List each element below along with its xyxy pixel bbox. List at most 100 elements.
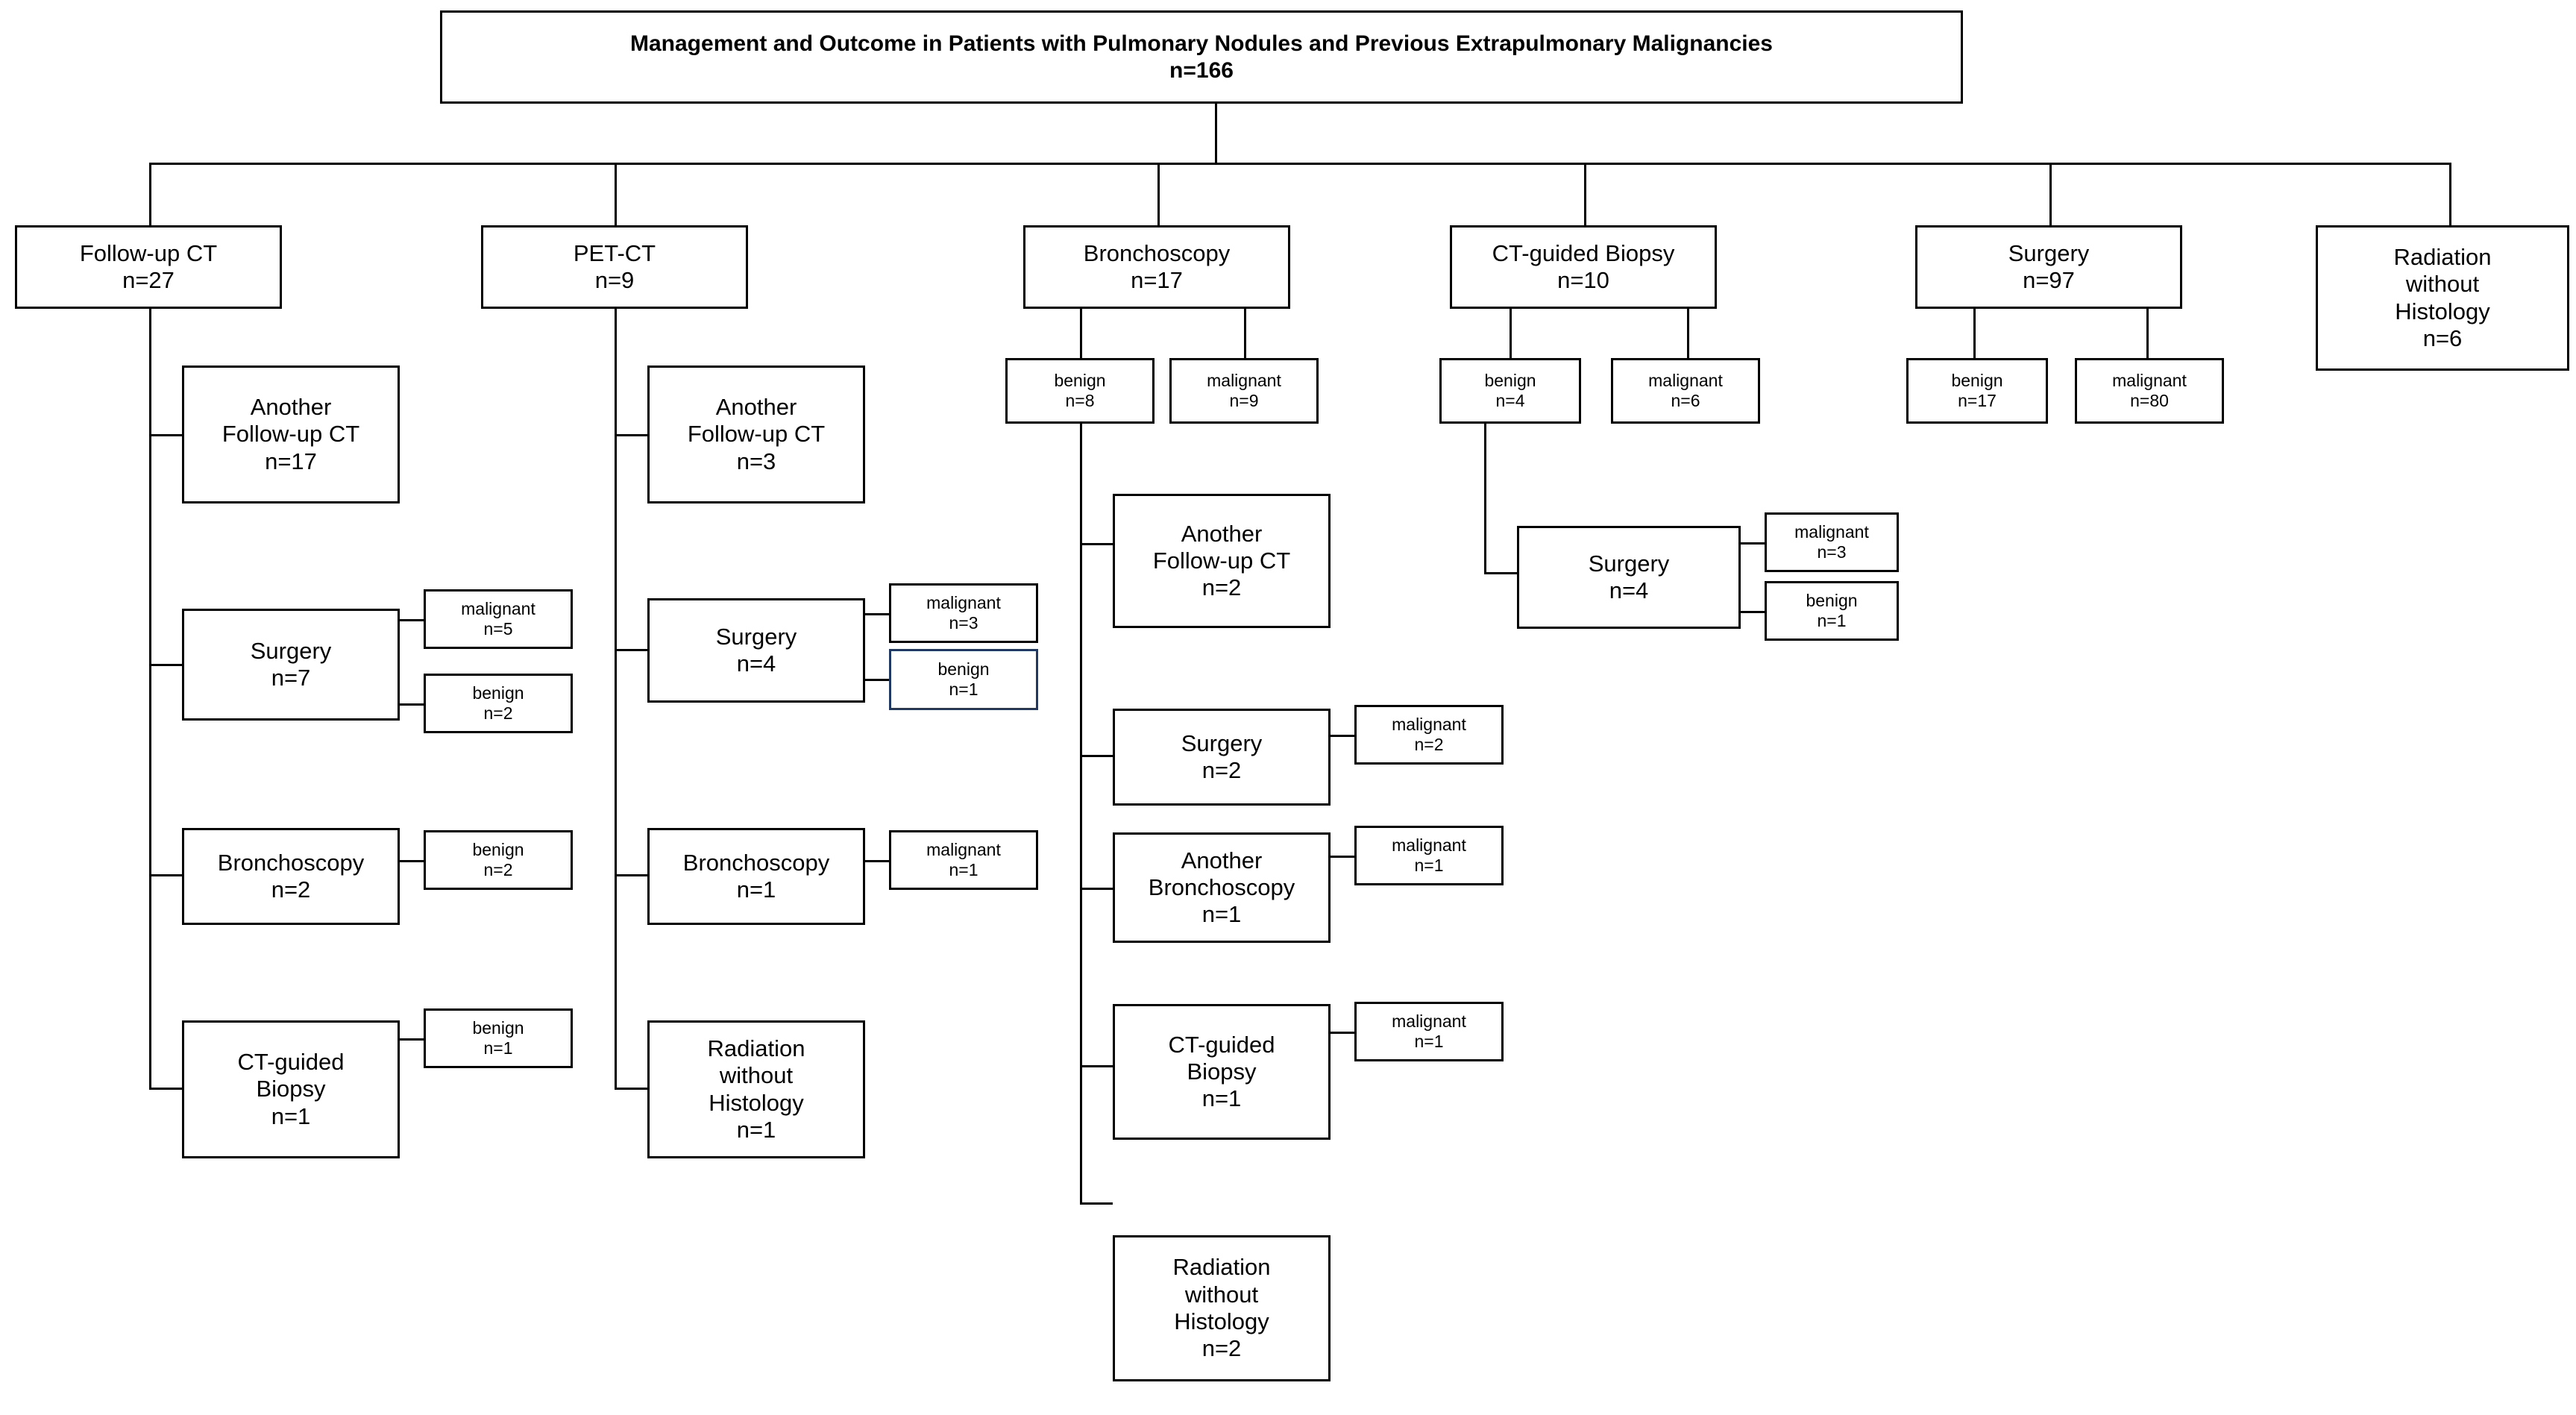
node-radiation-without-histology: Radiation without Histology n=6 [2316,225,2569,371]
node-count: n=1 [1201,1085,1242,1112]
node-bronch-benign-radiation-without-histology: Radiation without Histology n=2 [1113,1235,1331,1381]
connector-drop-surgery [2049,163,2052,225]
connector-pet-surgery-to-benign [865,679,889,681]
node-count: n=1 [1817,611,1847,630]
node-biopsy-benign-surgery: Surgery n=4 [1517,526,1741,629]
node-count: n=4 [736,650,776,677]
node-label-line2: without [1184,1281,1259,1308]
node-count: n=80 [2130,391,2169,410]
connector-followup-ct-to-another-ct [149,434,182,436]
connector-followup-surgery-to-benign [400,703,424,706]
connector-bronchoscopy-to-malignant [1244,309,1246,358]
connector-followup-ct-spine [149,309,151,1088]
node-followup-ct-another-followup-ct: Another Follow-up CT n=17 [182,365,400,503]
connector-biopsy-surgery-to-malignant [1741,542,1765,545]
connector-biopsy-to-benign [1510,309,1512,358]
node-bronchoscopy-malignant: malignant n=9 [1169,358,1319,424]
node-pet-surgery-benign[interactable]: benign n=1 [889,649,1038,710]
node-pet-ct-bronchoscopy: Bronchoscopy n=1 [647,828,865,925]
connector-biopsy-benign-to-surgery [1484,572,1517,574]
node-count: n=27 [122,267,175,293]
node-bronchoscopy: Bronchoscopy n=17 [1023,225,1290,309]
node-label-line3: Histology [709,1089,804,1116]
node-count: n=1 [949,680,978,699]
node-label-line2: Follow-up CT [222,421,360,448]
node-count: n=1 [271,1102,311,1129]
node-label: Surgery [1181,730,1263,756]
node-label: Follow-up CT [79,239,218,266]
node-label-line3: Histology [1174,1308,1269,1334]
node-label: malignant [2112,371,2187,391]
connector-pet-ct-spine [615,309,617,1088]
node-count: n=3 [736,448,776,474]
node-count: n=17 [1131,267,1183,293]
node-label: malignant [926,840,1001,860]
node-pet-bronchoscopy-malignant: malignant n=1 [889,830,1038,890]
node-count: n=3 [1817,542,1847,562]
node-count: n=6 [1671,391,1700,410]
connector-drop-ct-guided-biopsy [1584,163,1586,225]
node-label: benign [1806,591,1858,611]
connector-drop-followup-ct [149,163,151,225]
node-count: n=1 [1414,856,1444,875]
node-biopsy-malignant: malignant n=6 [1611,358,1760,424]
node-surgery-malignant: malignant n=80 [2075,358,2224,424]
node-biopsy-surgery-benign: benign n=1 [1765,581,1899,641]
node-label-line1: Radiation [1172,1254,1271,1281]
node-label: Bronchoscopy [217,849,365,876]
node-surgery-benign: benign n=17 [1906,358,2048,424]
node-label-line2: Follow-up CT [1152,547,1291,574]
connector-pet-ct-to-another-ct [615,434,647,436]
node-count: n=1 [483,1038,513,1058]
root-count: n=166 [1169,57,1234,83]
node-count: n=4 [1609,577,1649,603]
connector-pet-surgery-to-malignant [865,613,889,615]
node-label: benign [472,683,524,703]
node-label: malignant [1392,715,1466,735]
node-followup-ct: Follow-up CT n=27 [15,225,282,309]
connector-drop-bronchoscopy [1157,163,1160,225]
node-label-line2: Bronchoscopy [1148,873,1295,900]
node-label-line1: Another [715,394,797,421]
connector-another-bronch-to-malignant [1331,856,1354,858]
connector-drop-radiation [2449,163,2451,225]
node-label-line1: Another [1181,520,1263,547]
node-pet-surgery-malignant: malignant n=3 [889,583,1038,643]
node-count: n=2 [1414,735,1444,754]
node-count: n=1 [1414,1032,1444,1051]
node-bronch-benign-surgery: Surgery n=2 [1113,709,1331,806]
node-followup-ct-surgery: Surgery n=7 [182,609,400,721]
node-pet-ct-radiation-without-histology: Radiation without Histology n=1 [647,1020,865,1158]
node-followup-surgery-malignant: malignant n=5 [424,589,573,649]
connector-pet-bronchoscopy-to-malignant [865,860,889,862]
node-count: n=17 [1958,391,1997,410]
connector-root-stem [1215,104,1217,165]
node-biopsy-benign: benign n=4 [1439,358,1581,424]
node-label: Surgery [250,637,332,664]
node-count: n=2 [1201,757,1242,783]
connector-bronch-surgery-to-malignant [1331,735,1354,737]
node-label: Surgery [1588,550,1670,577]
node-label-line1: CT-guided [237,1049,345,1076]
node-label: Surgery [2008,239,2090,266]
node-label: malignant [1392,1011,1466,1032]
node-label-line1: CT-guided [1168,1031,1275,1058]
node-count: n=8 [1065,391,1095,410]
connector-surgery-to-malignant [2146,309,2149,358]
node-count: n=6 [2422,324,2463,351]
connector-pet-ct-to-bronchoscopy [615,874,647,876]
node-another-bronch-malignant: malignant n=1 [1354,826,1504,885]
node-followup-bronchoscopy-benign: benign n=2 [424,830,573,890]
node-label-line2: Biopsy [256,1076,326,1102]
node-surgery: Surgery n=97 [1915,225,2182,309]
node-label-line2: without [719,1062,794,1089]
node-pet-ct-surgery: Surgery n=4 [647,598,865,703]
node-count: n=1 [949,860,978,879]
node-label-line2: Follow-up CT [687,421,826,448]
node-label: benign [937,659,990,680]
node-label-line2: Biopsy [1187,1058,1257,1085]
connector-bronch-benign-to-radiation [1080,1202,1113,1205]
node-label: malignant [1207,371,1281,391]
connector-followup-surgery-to-malignant [400,619,424,621]
node-count: n=4 [1495,391,1525,410]
